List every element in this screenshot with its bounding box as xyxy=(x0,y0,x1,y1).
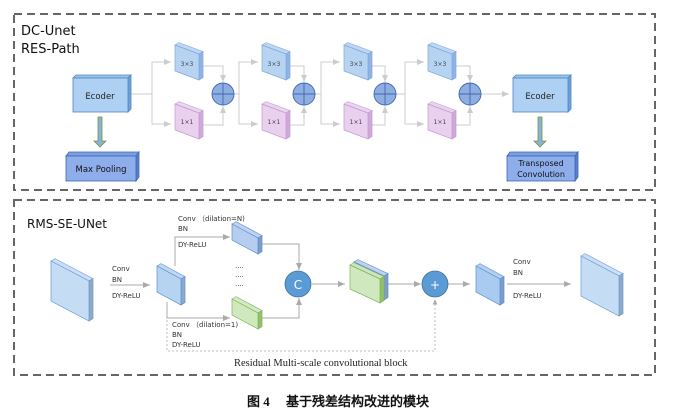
transposed-label-2: Convolution xyxy=(517,170,565,179)
conv-1x1-block: 1×1 xyxy=(427,101,457,140)
dots-3: .... xyxy=(235,280,244,288)
conv-label-2: Conv xyxy=(513,258,531,266)
res-path-blocks: 3×3 1×1 3×3 1×1 3×3 1×1 3×3 1×1 xyxy=(174,42,482,140)
top-title-res-path: RES-Path xyxy=(21,42,80,57)
add-symbol: + xyxy=(430,278,440,292)
concat-output xyxy=(349,262,385,304)
encoder-left-label: Ecoder xyxy=(85,92,115,102)
add-circle-icon xyxy=(458,82,482,106)
conv-1x1-block: 1×1 xyxy=(261,101,291,140)
feature-map-1 xyxy=(156,263,186,306)
conv-1x1-label: 1×1 xyxy=(181,119,194,126)
conv-3x3-block: 3×3 xyxy=(174,42,204,81)
max-pooling-box: Max Pooling xyxy=(65,150,140,183)
relu-label-2: DY-ReLU xyxy=(513,292,542,300)
conv-label-1: Conv xyxy=(112,265,130,273)
concat-node: C xyxy=(284,270,312,298)
top-title-dc-unet: DC-Unet xyxy=(21,24,76,39)
conv-1x1-label: 1×1 xyxy=(268,119,281,126)
conv-1x1-block: 1×1 xyxy=(343,101,373,140)
dots-1: .... xyxy=(235,262,244,270)
dilation-n-output xyxy=(231,221,263,255)
bn-label-n: BN xyxy=(178,225,188,233)
bottom-panel-border xyxy=(13,199,656,376)
conv-3x3-block: 3×3 xyxy=(261,42,291,81)
bn-label-d1: BN xyxy=(172,331,182,339)
dilation-1-output xyxy=(231,296,263,330)
encoder-left: Ecoder xyxy=(72,74,132,113)
conv-3x3-block: 3×3 xyxy=(343,42,373,81)
concat-symbol: C xyxy=(294,278,302,292)
conv-3x3-label: 3×3 xyxy=(350,61,363,68)
final-feature-map xyxy=(580,253,624,317)
figure-caption: 图 4 基于残差结构改进的模块 xyxy=(247,394,430,409)
bn-label-1: BN xyxy=(112,276,122,284)
conv-1x1-block: 1×1 xyxy=(174,101,204,140)
conv-dilation-n-label: Conv （dilation=N) xyxy=(178,215,245,223)
bn-label-2: BN xyxy=(513,269,523,277)
max-pooling-label: Max Pooling xyxy=(75,165,126,175)
add-circle-icon xyxy=(292,82,316,106)
relu-label-d1: DY-ReLU xyxy=(172,341,201,349)
rms-connections xyxy=(110,234,571,352)
down-arrow-left xyxy=(93,116,107,148)
top-panel-border xyxy=(13,13,656,191)
conv-3x3-label: 3×3 xyxy=(181,61,194,68)
relu-label-1: DY-ReLU xyxy=(112,292,141,300)
conv-1x1-label: 1×1 xyxy=(434,119,447,126)
add-circle-icon xyxy=(211,82,235,106)
conv-3x3-block: 3×3 xyxy=(427,42,457,81)
conv-3x3-label: 3×3 xyxy=(434,61,447,68)
residual-output xyxy=(475,263,505,306)
rms-blocks xyxy=(50,221,624,330)
bottom-title: RMS-SE-UNet xyxy=(27,217,107,231)
transposed-convolution-box: Transposed Convolution xyxy=(506,150,579,183)
res-path-connections xyxy=(128,59,509,127)
relu-label-n: DY-ReLU xyxy=(178,241,207,249)
residual-block-label: Residual Multi-scale convolutional block xyxy=(234,358,408,369)
down-arrow-right xyxy=(533,116,547,148)
dots-2: .... xyxy=(235,271,244,279)
add-node: + xyxy=(421,270,449,298)
conv-1x1-label: 1×1 xyxy=(350,119,363,126)
conv-3x3-label: 3×3 xyxy=(268,61,281,68)
transposed-label-1: Transposed xyxy=(517,159,563,168)
encoder-right-label: Ecoder xyxy=(525,92,555,102)
conv-dilation-1-label: Conv （dilation=1) xyxy=(172,321,238,329)
input-feature-map xyxy=(50,258,94,322)
add-circle-icon xyxy=(373,82,397,106)
encoder-right: Ecoder xyxy=(512,74,572,113)
